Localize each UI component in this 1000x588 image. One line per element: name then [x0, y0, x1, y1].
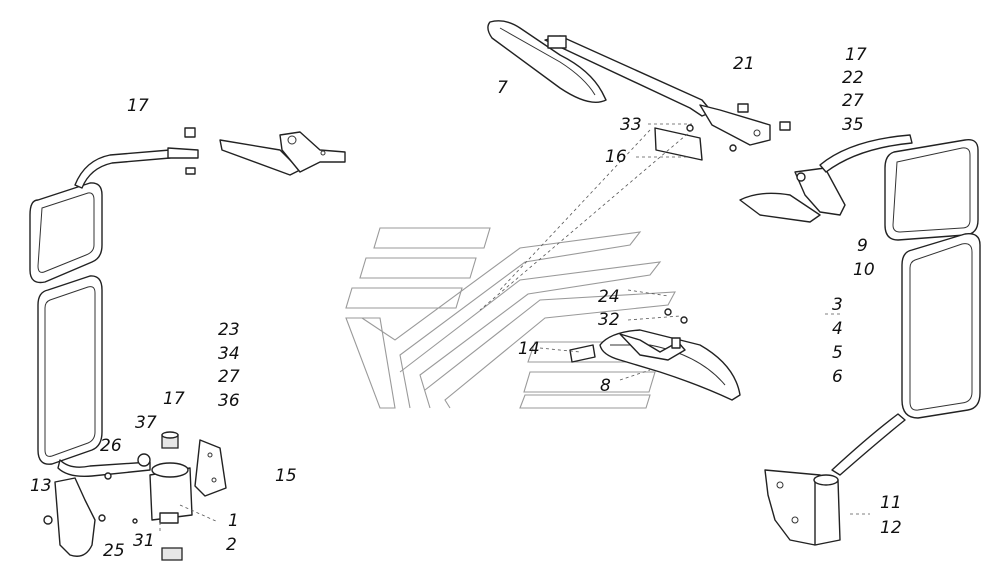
callout-35: 35 [842, 115, 864, 135]
right-lower-hinge [764, 469, 841, 546]
callout-1: 1 [228, 511, 239, 531]
callout-25: 25 [103, 541, 125, 561]
callout-7: 7 [497, 78, 508, 98]
watermark-logo [345, 227, 676, 409]
callout-24: 24 [598, 287, 620, 307]
callout-27-right: 27 [842, 91, 864, 111]
callout-31: 31 [133, 531, 155, 551]
plate-16 [654, 127, 703, 161]
callout-34: 34 [218, 344, 240, 364]
callout-37: 37 [135, 413, 157, 433]
callout-6: 6 [832, 367, 843, 387]
callout-22: 22 [842, 68, 864, 88]
top-mirror-arm [487, 20, 791, 152]
callout-10: 10 [853, 260, 875, 280]
center-lower-mirror [569, 308, 741, 401]
callout-5: 5 [832, 343, 843, 363]
left-mirror-assembly [29, 127, 199, 478]
callout-17-mid: 17 [163, 389, 185, 409]
callout-15: 15 [275, 466, 297, 486]
callout-23: 23 [218, 320, 240, 340]
right-bracket [739, 167, 846, 223]
callout-11: 11 [880, 493, 902, 513]
callout-32: 32 [598, 310, 620, 330]
callout-3: 3 [832, 295, 843, 315]
callout-17-left: 17 [127, 96, 149, 116]
left-lower-hinge [43, 431, 227, 561]
right-mirror-assembly [819, 134, 981, 476]
callout-21: 21 [733, 54, 755, 74]
callout-14: 14 [518, 339, 540, 359]
callout-26: 26 [100, 436, 122, 456]
callout-36: 36 [218, 391, 240, 411]
left-upper-bracket [219, 131, 346, 176]
callout-9: 9 [857, 236, 868, 256]
callout-27-left: 27 [218, 367, 240, 387]
callout-4: 4 [832, 319, 843, 339]
callout-8: 8 [600, 376, 611, 396]
callout-13: 13 [30, 476, 52, 496]
callout-17-right: 17 [845, 45, 867, 65]
callout-16: 16 [605, 147, 627, 167]
callout-2: 2 [226, 535, 237, 555]
callout-33: 33 [620, 115, 642, 135]
callout-12: 12 [880, 518, 902, 538]
leader-lines [159, 123, 870, 532]
